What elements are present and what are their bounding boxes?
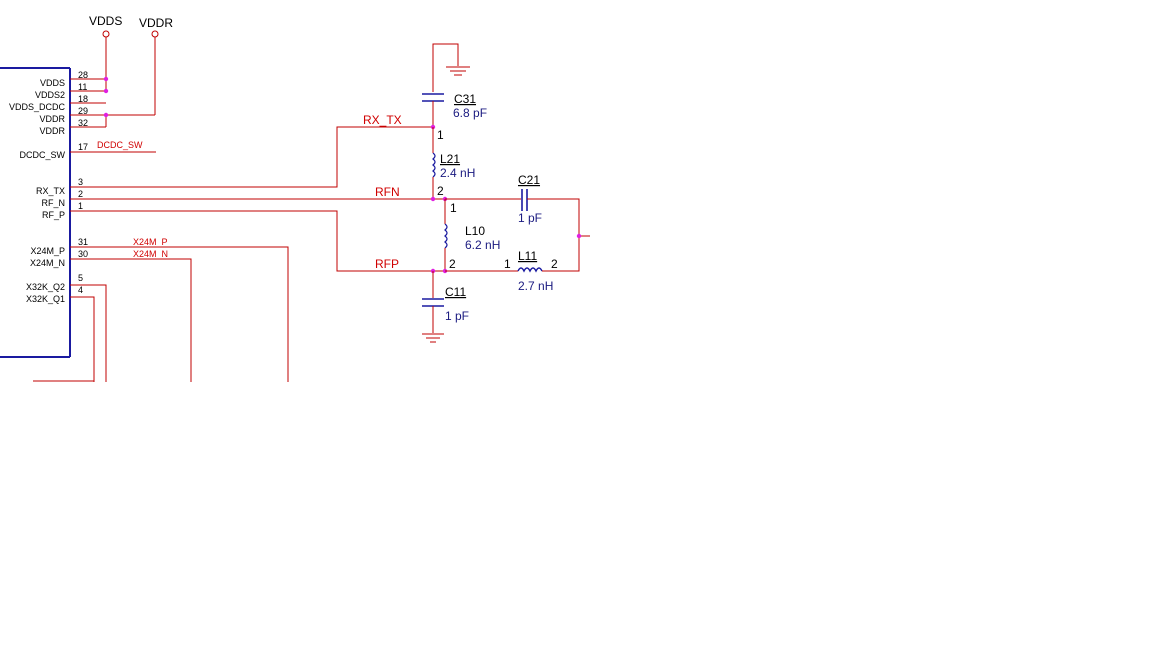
ic-body (0, 67, 71, 358)
pin-name: VDDS (40, 78, 65, 88)
l21-ref: L21 (440, 152, 460, 166)
l11-pin1: 1 (504, 257, 511, 271)
pin-name: DCDC_SW (19, 150, 65, 160)
dcdc-sw-wire: DCDC_SW (70, 140, 156, 153)
c31-value: 6.8 pF (453, 106, 487, 120)
pin-name: RF_P (42, 210, 65, 220)
vddr-label: VDDR (139, 16, 173, 30)
x24m-wires: X24M_P X24M_N (70, 237, 289, 382)
net-label-rfp: RFP (375, 257, 399, 271)
c31-capacitor: C31 6.8 pF (422, 43, 487, 130)
net-label-rfn: RFN (375, 185, 400, 199)
pin-number: 29 (78, 106, 88, 116)
pin-name: X32K_Q2 (26, 282, 65, 292)
power-pin-wires (70, 76, 155, 128)
vdds-label: VDDS (89, 14, 122, 28)
ic-pin-numbers: 28 11 18 29 32 17 3 2 1 31 30 5 4 (78, 70, 88, 295)
rf-p-wire: RFP (70, 210, 445, 272)
l10-inductor: 1 2 L10 6.2 nH (430, 199, 500, 274)
l21-value: 2.4 nH (440, 166, 475, 180)
pin-number: 1 (78, 201, 83, 211)
pin-number: 28 (78, 70, 88, 80)
pin-number: 30 (78, 249, 88, 259)
pin-name: X32K_Q1 (26, 294, 65, 304)
c11-capacitor: C11 1 pF (422, 271, 469, 343)
pin-number: 2 (78, 189, 83, 199)
c21-ref: C21 (518, 173, 540, 187)
pin-number: 11 (78, 82, 87, 92)
l11-inductor: 1 2 L11 2.7 nH (445, 249, 558, 293)
pin-number: 32 (78, 118, 88, 128)
pin-name: RF_N (41, 198, 65, 208)
l21-inductor: 1 2 L21 2.4 nH (430, 127, 475, 202)
pin-name: VDDR (39, 114, 65, 124)
l10-value: 6.2 nH (465, 238, 500, 252)
vdds-power-symbol: VDDS (89, 14, 122, 91)
l10-pin2: 2 (449, 257, 456, 271)
pin-name: X24M_N (30, 258, 65, 268)
pin-number: 3 (78, 177, 83, 187)
x32k-wires (33, 284, 107, 382)
pin-name: VDDR (39, 126, 65, 136)
rx-tx-wire: RX_TX (70, 113, 433, 188)
ic-pin-names: VDDS VDDS2 VDDS_DCDC VDDR VDDR DCDC_SW R… (9, 78, 66, 304)
c21-capacitor: C21 1 pF (445, 173, 590, 272)
pin-number: 31 (78, 237, 88, 247)
c31-ref: C31 (454, 92, 476, 106)
l21-pin1: 1 (437, 128, 444, 142)
c11-ref: C11 (445, 285, 466, 299)
l11-ref: L11 (518, 249, 537, 263)
rf-n-wire: RFN (70, 185, 445, 200)
c11-value: 1 pF (445, 309, 469, 323)
l10-pin1: 1 (450, 201, 457, 215)
pin-name: VDDS2 (35, 90, 65, 100)
pin-number: 18 (78, 94, 88, 104)
pin-number: 17 (78, 142, 88, 152)
pin-number: 4 (78, 285, 83, 295)
pin-name: VDDS_DCDC (9, 102, 66, 112)
c21-value: 1 pF (518, 211, 542, 225)
l11-value: 2.7 nH (518, 279, 553, 293)
l10-ref: L10 (465, 224, 485, 238)
net-label-rx-tx: RX_TX (363, 113, 402, 127)
vddr-power-symbol: VDDR (139, 16, 173, 115)
pin-name: RX_TX (36, 186, 65, 196)
l21-pin2: 2 (437, 184, 444, 198)
net-label-x24m-p: X24M_P (133, 237, 168, 247)
l11-pin2: 2 (551, 257, 558, 271)
net-label-dcdc-sw: DCDC_SW (97, 140, 143, 150)
pin-number: 5 (78, 273, 83, 283)
pin-name: X24M_P (30, 246, 65, 256)
net-label-x24m-n: X24M_N (133, 249, 168, 259)
